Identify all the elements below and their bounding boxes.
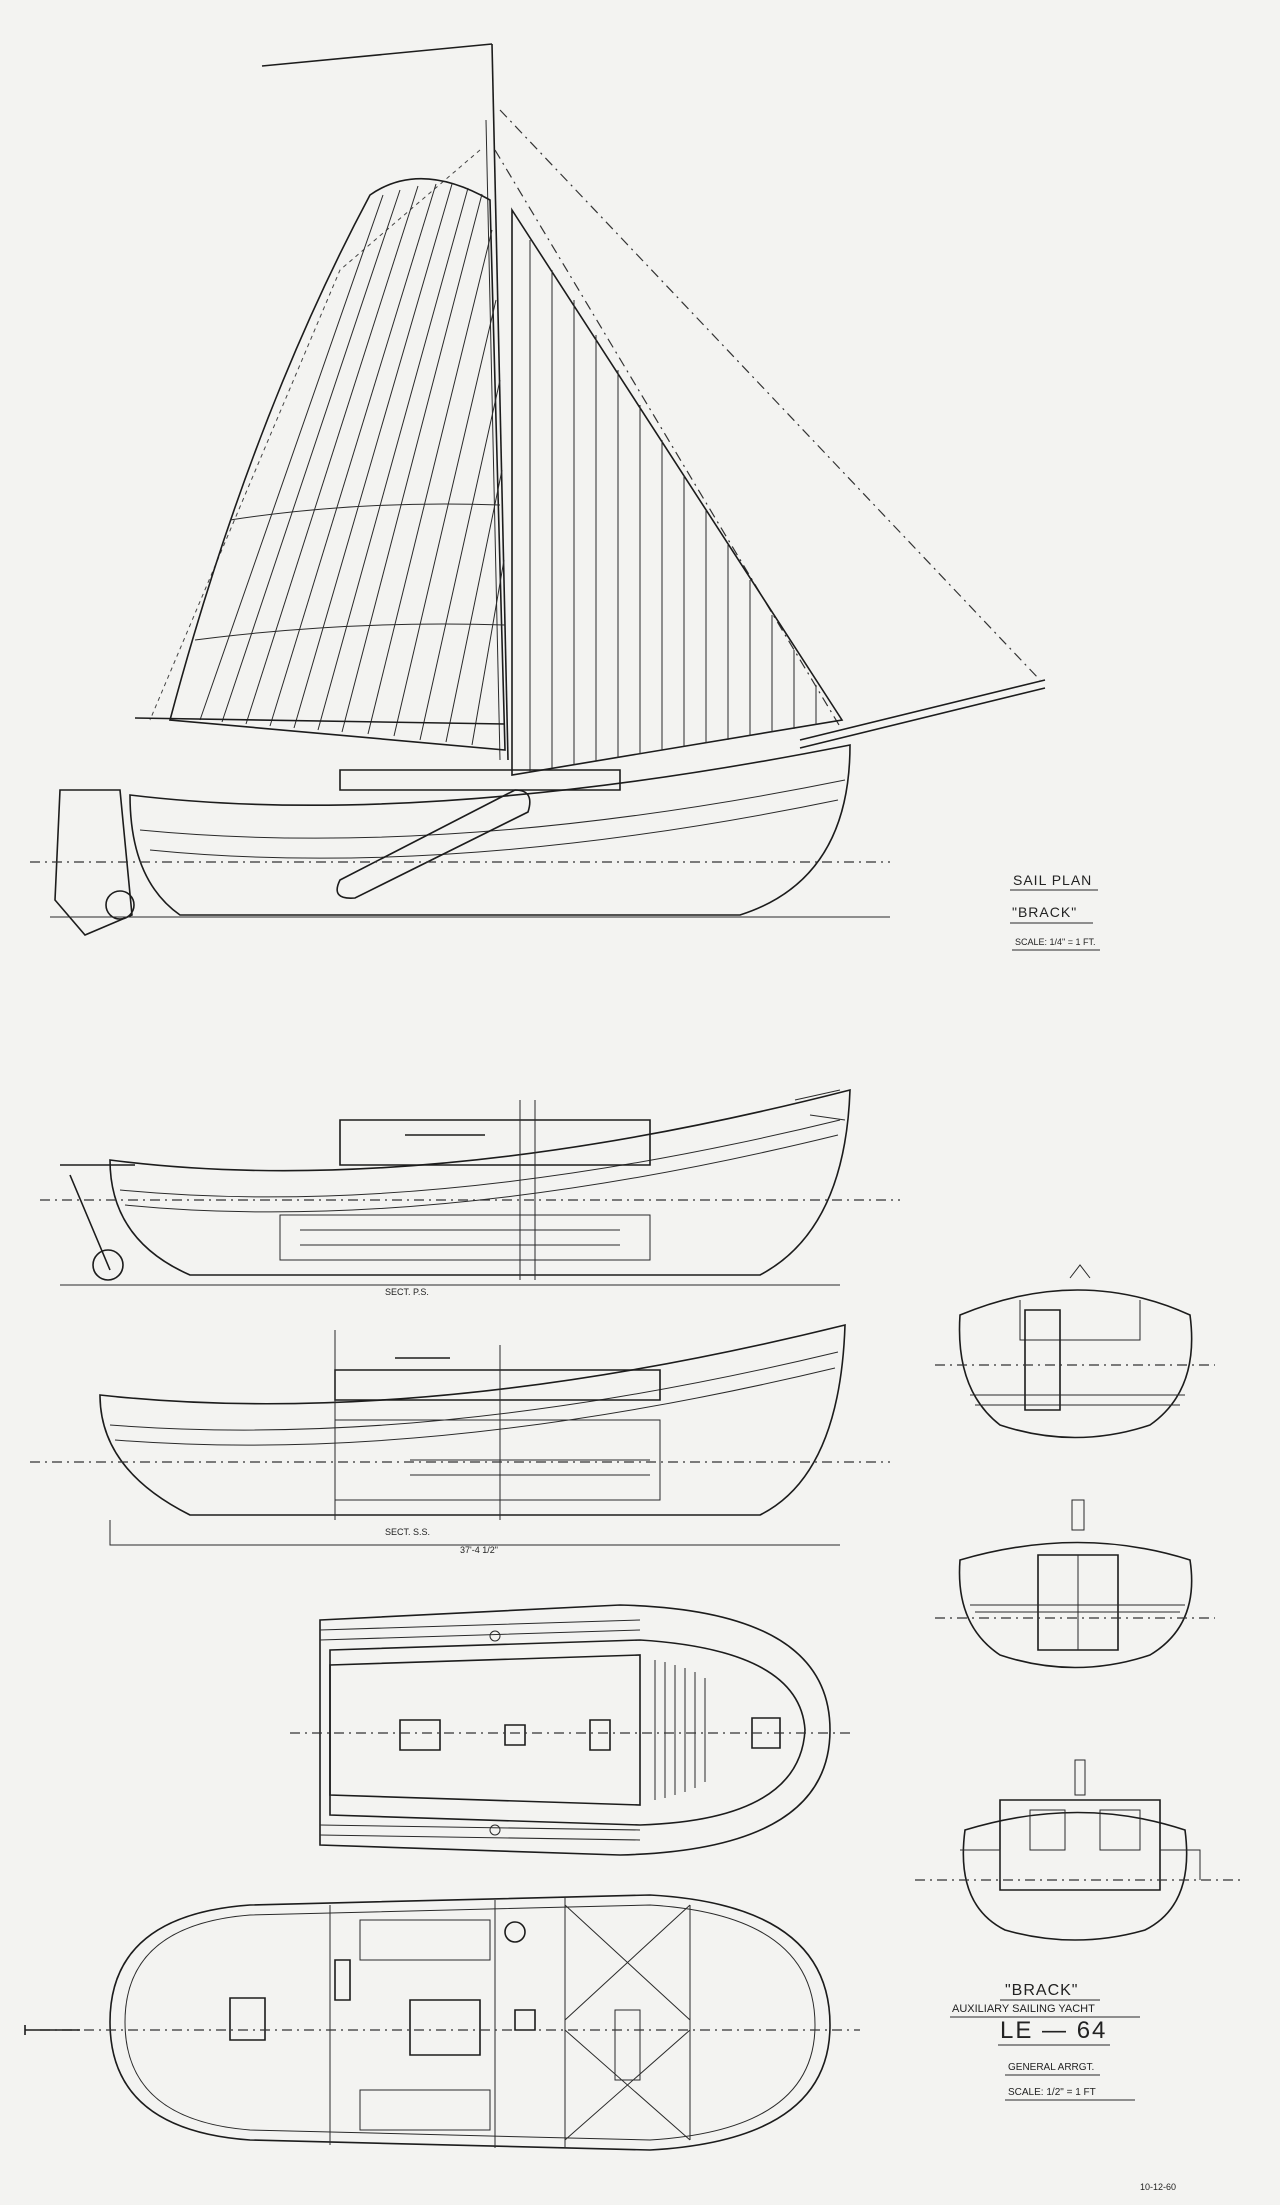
sail-plan-hull (54, 744, 851, 936)
mainsail (168, 177, 506, 751)
sail-plan-elevation (30, 43, 1046, 936)
sail-plan-scale: SCALE: 1/4" = 1 FT. (1015, 937, 1095, 947)
deck-plan (290, 1604, 850, 1856)
title-type: AUXILIARY SAILING YACHT (952, 2003, 1095, 2015)
propeller (105, 890, 135, 920)
boom (134, 717, 506, 725)
transverse-section-3 (915, 1759, 1245, 1941)
jib-sail (511, 207, 844, 776)
bowsprit (799, 679, 1046, 741)
mast (491, 43, 509, 761)
title-name: "BRACK" (1005, 1982, 1078, 1999)
title-drawing: GENERAL ARRGT. (1008, 2062, 1094, 2073)
svg-text:SECT. S.S.: SECT. S.S. (385, 1527, 430, 1537)
title-scale: SCALE: 1/2" = 1 FT (1008, 2087, 1096, 2098)
title-block: "BRACK" AUXILIARY SAILING YACHT LE — 64 … (950, 1982, 1176, 2192)
transverse-section-2 (935, 1499, 1215, 1669)
svg-text:37'-4 1/2": 37'-4 1/2" (460, 1545, 498, 1555)
drawing-date: 10-12-60 (1140, 2182, 1176, 2192)
title-number: LE — 64 (1000, 2017, 1107, 2044)
sail-plan-name: "BRACK" (1012, 904, 1077, 920)
accommodation-plan (24, 1894, 860, 2151)
rudder (54, 789, 133, 936)
profile-section-ps: SECT. P.S. (40, 1088, 900, 1297)
masthead-pennant (261, 43, 493, 67)
profile-section-ss: SECT. S.S. 37'-4 1/2" (30, 1323, 890, 1555)
leeboard (336, 789, 531, 899)
transverse-section-1 (935, 1264, 1215, 1439)
svg-text:SECT. P.S.: SECT. P.S. (385, 1287, 429, 1297)
sail-plan-label: SAIL PLAN "BRACK" SCALE: 1/4" = 1 FT. (1010, 872, 1100, 951)
sail-plan-heading: SAIL PLAN (1013, 872, 1092, 888)
forestay (499, 109, 1041, 681)
